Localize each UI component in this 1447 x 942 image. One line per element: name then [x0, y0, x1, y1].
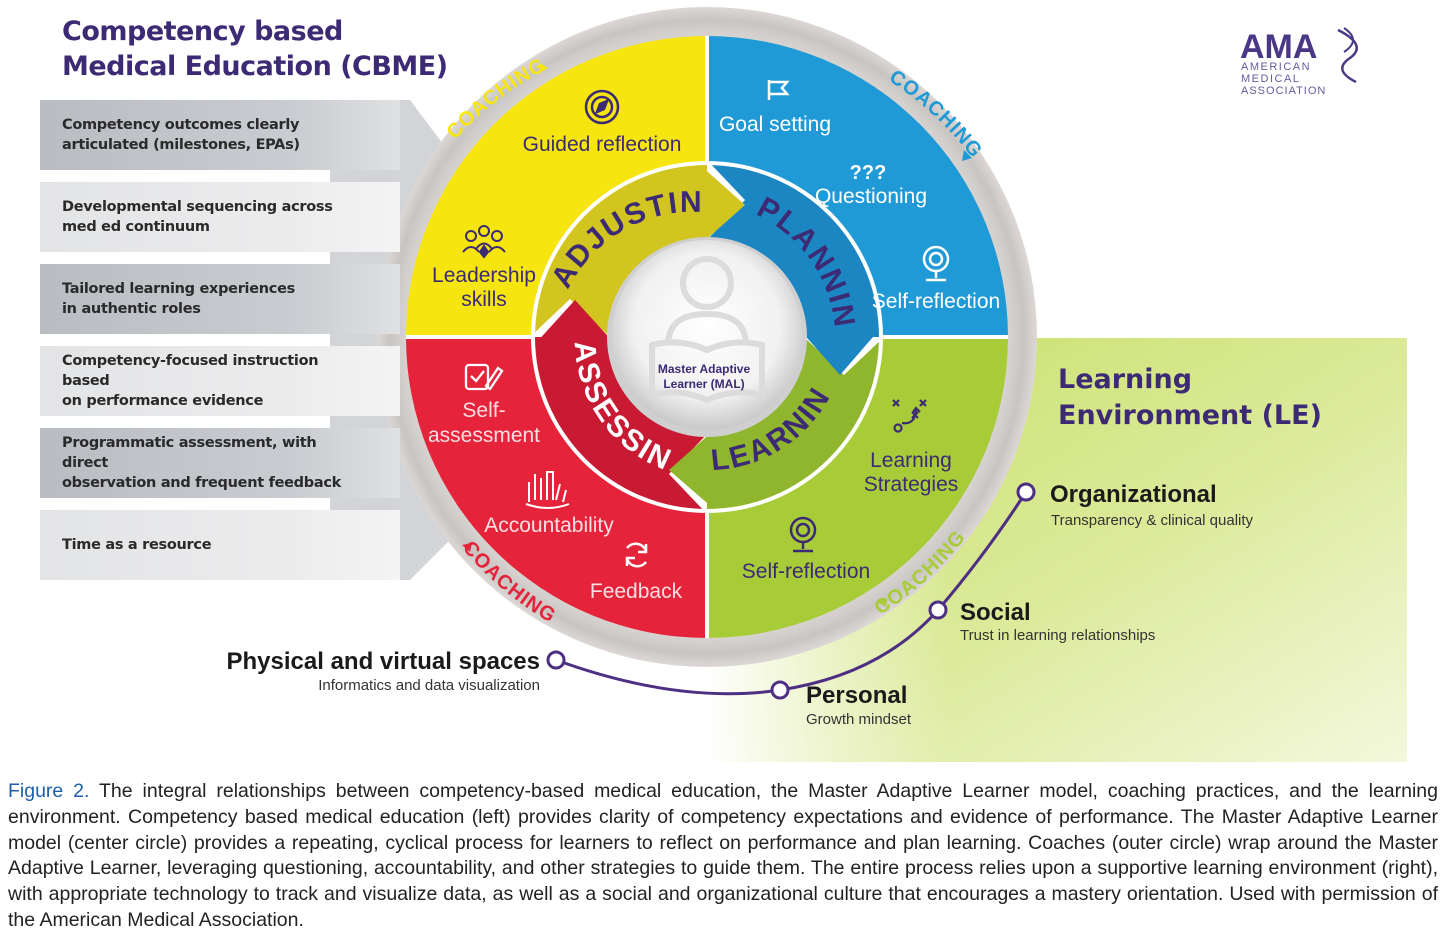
coaching-arrow-top-left	[539, 63, 548, 73]
self-assessment-label-line2: assessment	[428, 424, 540, 447]
self-assessment-label-line1: Self-	[462, 399, 505, 422]
question-marks-icon: ???	[850, 162, 887, 184]
self-reflection-label-blue: Self-reflection	[872, 290, 1000, 313]
node-personal	[770, 680, 790, 700]
arrow-head-learning	[669, 430, 714, 509]
arrow-head-assessing	[535, 300, 615, 344]
leadership-label-line2: skills	[461, 288, 507, 311]
accountability-label: Accountability	[484, 514, 614, 537]
learning-strategies-label-line1: Learning	[870, 449, 952, 472]
arrow-head-adjusting	[700, 165, 745, 245]
physical-title: Physical and virtual spaces	[227, 648, 541, 675]
arrow-head-planning	[800, 330, 879, 375]
cbme-item: Time as a resource	[40, 510, 400, 580]
ama-logo: AMA AMERICAN MEDICAL ASSOCIATION	[1240, 27, 1358, 97]
hands-icon	[525, 471, 570, 509]
le-title-line2: Environment (LE)	[1058, 400, 1322, 431]
ama-logo-line3: ASSOCIATION	[1241, 85, 1326, 97]
ama-logo-line1: AMERICAN	[1241, 61, 1311, 73]
coaching-arrow-bottom-right	[878, 598, 887, 607]
social-sub: Trust in learning relationships	[960, 627, 1155, 644]
questioning-label: Questioning	[815, 185, 927, 208]
cbme-title-line1: Competency based	[62, 16, 343, 47]
group-icon	[462, 225, 506, 259]
ama-caduceus-icon	[1337, 28, 1358, 84]
figure-stage: Master Adaptive Learner (MAL) ADJUSTING …	[0, 0, 1407, 762]
node-social	[928, 600, 948, 620]
guided-reflection-label: Guided reflection	[523, 133, 682, 156]
refresh-icon	[625, 542, 648, 568]
figure-caption-text: The integral relationships between compe…	[8, 780, 1439, 931]
flag-icon	[767, 80, 790, 100]
center-circle	[612, 240, 802, 430]
cbme-title-line2: Medical Education (CBME)	[62, 51, 448, 82]
le-connector-curve	[555, 491, 1028, 696]
organizational-title: Organizational	[1050, 481, 1217, 508]
learning-strategies-label-line2: Strategies	[864, 473, 959, 496]
compass-icon	[584, 89, 620, 125]
clipboard-check-icon	[464, 363, 504, 391]
le-title-line1: Learning	[1058, 364, 1192, 395]
self-reflection-icon-blue	[922, 245, 950, 282]
goal-setting-label: Goal setting	[719, 113, 831, 136]
figure-label: Figure 2.	[8, 780, 90, 802]
figure-caption: Figure 2. The integral relationships bet…	[8, 779, 1438, 934]
organizational-sub: Transparency & clinical quality	[1051, 512, 1254, 529]
ama-logo-letters: AMA	[1240, 28, 1317, 66]
personal-title: Personal	[806, 682, 907, 709]
leadership-label-line1: Leadership	[432, 264, 536, 287]
social-title: Social	[960, 599, 1031, 626]
coaching-arrow-bottom-left	[462, 543, 472, 552]
node-organizational	[1016, 482, 1036, 502]
coaching-arrow-top-right	[962, 150, 972, 161]
self-reflection-icon-green	[789, 516, 817, 553]
ama-logo-line2: MEDICAL	[1241, 73, 1300, 85]
learner-icon	[649, 256, 765, 404]
feedback-label: Feedback	[590, 580, 683, 603]
center-label-line1: Master Adaptive	[658, 362, 751, 376]
self-reflection-label-green: Self-reflection	[742, 560, 870, 583]
node-physical	[546, 650, 566, 670]
personal-sub: Growth mindset	[806, 711, 912, 728]
strategy-icon	[892, 399, 927, 433]
center-label-line2: Learner (MAL)	[663, 377, 744, 391]
cbme-title: Competency based Medical Education (CBME…	[62, 14, 448, 84]
physical-sub: Informatics and data visualization	[318, 677, 540, 694]
